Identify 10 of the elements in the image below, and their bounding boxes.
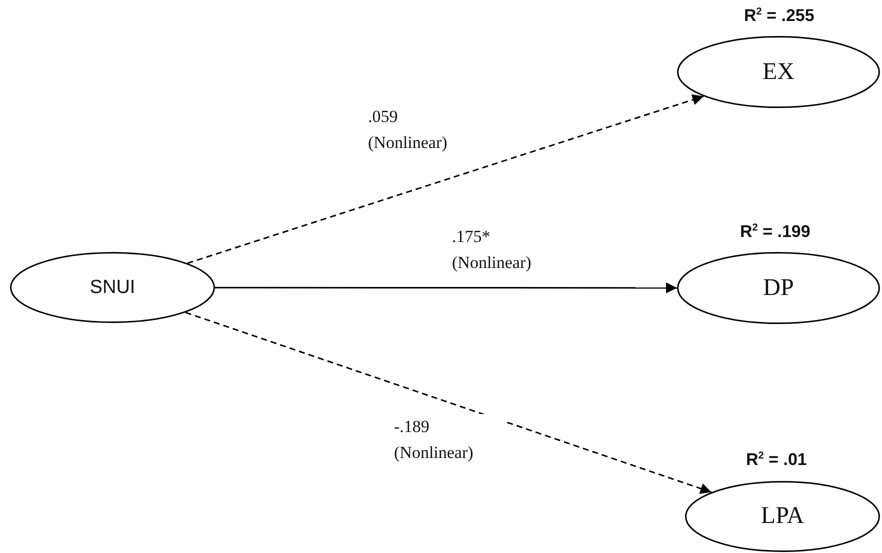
construct-name: EX xyxy=(762,58,794,86)
r-squared-value: R$^{2}$ = .01 xyxy=(746,450,807,470)
construct-name: DP xyxy=(763,274,794,302)
path-arrow xyxy=(187,94,704,264)
r-squared-value: R$^{2}$ = .255 xyxy=(744,6,814,26)
path-arrow xyxy=(215,282,677,294)
r-squared-value: R$^{2}$ = .199 xyxy=(740,222,810,242)
path-arrow xyxy=(185,312,712,494)
construct-name: SNUI xyxy=(90,276,136,298)
construct-name: LPA xyxy=(760,503,804,530)
